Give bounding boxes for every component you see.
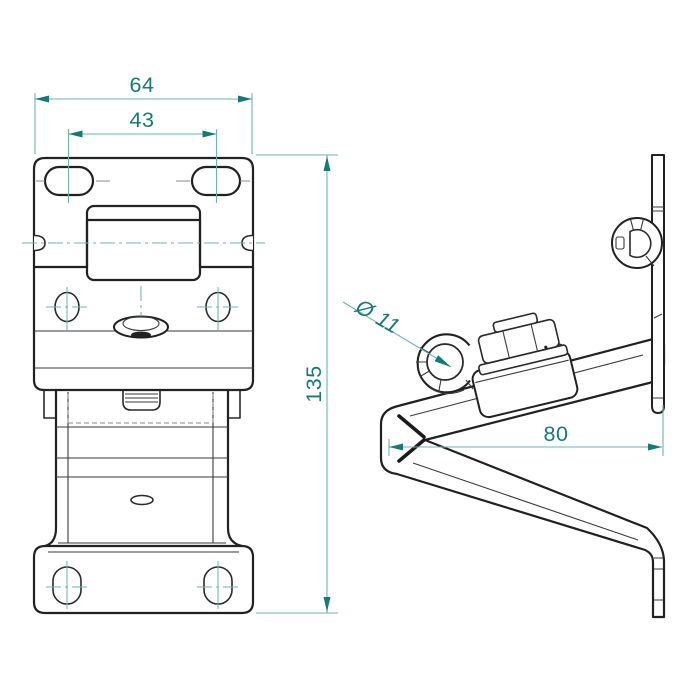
dome-rivet — [113, 315, 169, 339]
front-top-plate — [32, 156, 255, 269]
arrowhead — [389, 443, 403, 451]
upper-leaf-strip — [651, 154, 665, 414]
side-tab-left — [43, 389, 57, 419]
front-view — [22, 156, 265, 615]
nut-cap — [492, 312, 539, 333]
arrowhead — [434, 355, 451, 367]
hook-notch — [615, 236, 625, 250]
tail-strip-ticks — [654, 557, 663, 601]
arrowhead — [323, 156, 331, 171]
hex-nut — [477, 312, 569, 376]
dim-spacing-43: 43 — [67, 108, 218, 203]
arrowhead — [202, 130, 217, 138]
ring-ticks — [416, 347, 474, 391]
dim-text-80: 80 — [544, 422, 569, 446]
arrowhead — [68, 130, 83, 138]
dim-text-43: 43 — [130, 108, 155, 132]
bottom-flange — [32, 544, 255, 615]
dim-text-135: 135 — [302, 365, 326, 402]
side-view — [379, 154, 666, 619]
body-hole — [130, 494, 154, 506]
dim-depth-80: 80 — [388, 405, 664, 456]
thread-lines — [125, 393, 158, 403]
dim-text-diameter: Ø 11 — [351, 294, 405, 339]
dim-height-135: 135 — [256, 154, 338, 614]
hidden-lines — [67, 394, 214, 424]
centerlines-front — [22, 180, 265, 609]
hook-inner-profile — [629, 228, 652, 259]
arrowhead — [323, 597, 331, 612]
threaded-stub — [122, 390, 161, 411]
leader-line — [342, 301, 452, 368]
upper-strip-ticks — [652, 206, 664, 399]
hinge-hook — [611, 217, 663, 269]
front-lower-plate — [32, 265, 255, 392]
clamp-body — [43, 388, 244, 548]
dim-text-64: 64 — [130, 73, 155, 97]
side-tab-right — [227, 389, 241, 419]
pin-notch-left — [33, 234, 46, 252]
dim-width-64: 64 — [34, 73, 253, 154]
arrowhead — [238, 95, 252, 103]
rivet-base — [131, 331, 151, 339]
arrowhead — [35, 95, 49, 103]
arrowhead — [648, 443, 662, 451]
dimensions: 64 43 135 Ø 11 80 — [34, 73, 664, 614]
bend-marks — [397, 414, 426, 463]
body-side-left — [43, 388, 58, 548]
